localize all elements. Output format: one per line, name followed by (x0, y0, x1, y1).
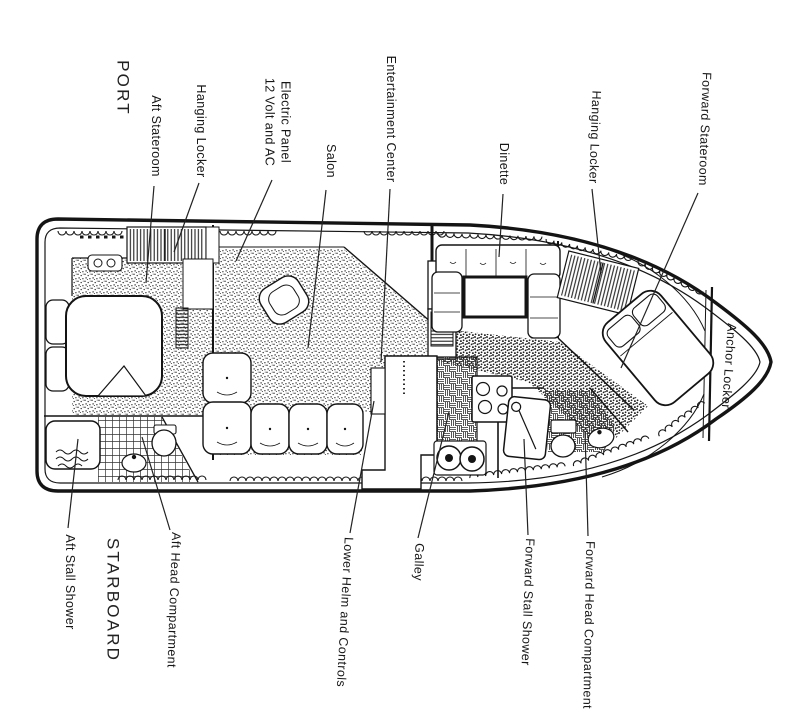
dinette-seating (431, 244, 561, 339)
forward-hanging-locker (556, 250, 640, 316)
leader-entertainment-center (380, 188, 391, 363)
label-hanging-locker-fwd: Hanging Locker (586, 90, 604, 184)
leader-hanging-locker-aft (173, 182, 200, 253)
aft-stateroom-door-area (182, 258, 214, 310)
leader-forward-stall-shower (523, 438, 529, 536)
label-salon: Salon (323, 144, 338, 178)
aft-berth (45, 295, 163, 397)
forward-head-sink (587, 427, 615, 449)
leader-dinette (498, 193, 504, 258)
label-electric-panel-line2: 12 Volt and AC (263, 77, 277, 167)
leader-aft-stall-shower (67, 438, 79, 529)
galley-counter-tile (436, 356, 478, 445)
leader-lines (67, 179, 699, 539)
aft-head-sink (121, 453, 147, 473)
aft-head-toilet (151, 424, 177, 457)
label-electric-panel: Electric Panel 12 Volt and AC (261, 77, 293, 167)
dinette-table (462, 275, 528, 319)
aft-hanging-locker (126, 226, 220, 264)
label-aft-stall-shower: Aft Stall Shower (62, 534, 77, 630)
leader-aft-stateroom (145, 185, 155, 284)
label-aft-stateroom: Aft Stateroom (148, 95, 163, 177)
leader-hanging-locker-fwd (591, 188, 602, 274)
label-hanging-locker-aft: Hanging Locker (193, 84, 208, 178)
forward-stall-shower-fixture (502, 395, 552, 461)
leader-electric-panel (235, 179, 273, 262)
galley-stove (471, 375, 513, 423)
label-dinette: Dinette (496, 142, 511, 186)
leader-forward-head-compartment (584, 430, 589, 537)
salon-sofa (202, 352, 364, 455)
aft-stateroom-steps (175, 307, 189, 349)
hull-inner-line (44, 227, 761, 484)
label-port: PORT (113, 60, 133, 116)
leader-lower-helm (349, 400, 375, 534)
leader-galley (417, 411, 450, 539)
aft-stall-shower-fixture (45, 420, 101, 470)
salon-armchair (258, 275, 310, 325)
label-forward-head-compartment: Forward Head Compartment (580, 540, 598, 710)
label-galley: Galley (411, 542, 427, 582)
galley-double-sink (433, 440, 487, 476)
leader-forward-stateroom (620, 192, 699, 369)
label-entertainment-center: Entertainment Center (383, 55, 398, 183)
aft-stateroom-vanity (87, 254, 123, 272)
lower-helm-console (361, 355, 438, 490)
forward-head-toilet (550, 419, 577, 458)
label-electric-panel-line1: Electric Panel (278, 80, 293, 164)
leader-aft-head-compartment (141, 436, 171, 531)
leader-salon (307, 189, 327, 349)
label-starboard: STARBOARD (103, 537, 123, 663)
